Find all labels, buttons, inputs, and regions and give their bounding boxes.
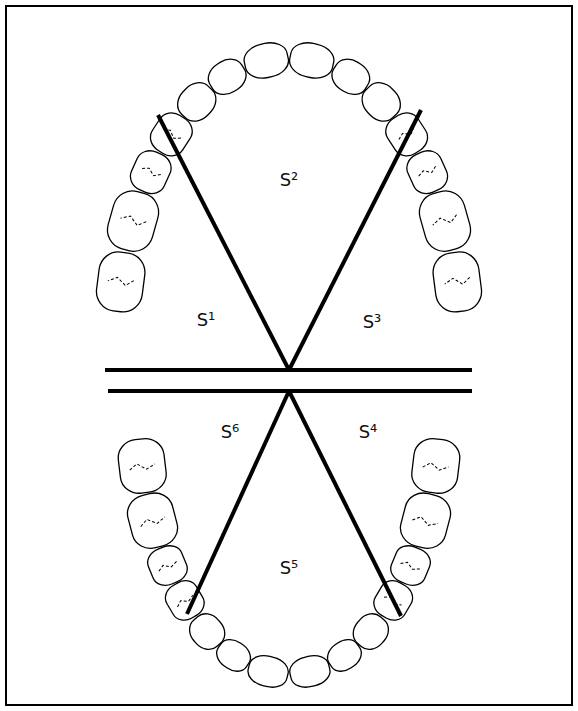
divider-line — [158, 115, 289, 370]
sextant-label: S⁴ — [359, 422, 378, 442]
tooth-groove — [120, 214, 147, 228]
tooth-crown — [123, 489, 181, 553]
tooth-groove — [417, 165, 437, 178]
tooth-outline — [245, 652, 291, 691]
sextant-label: S⁶ — [221, 422, 240, 442]
teeth-group — [94, 39, 484, 691]
tooth-groove — [141, 165, 161, 178]
tooth-groove — [412, 515, 439, 528]
sextant-lines — [105, 110, 472, 616]
sextant-label: S⁵ — [280, 558, 299, 578]
tooth-outline — [396, 489, 454, 553]
tooth-outline — [415, 186, 475, 255]
tooth-crown — [431, 250, 484, 315]
tooth-crown — [287, 39, 337, 82]
tooth-groove — [108, 276, 134, 286]
tooth-outline — [410, 436, 462, 495]
tooth-crown — [116, 436, 168, 495]
tooth-crown — [415, 186, 475, 255]
tooth-crown — [103, 186, 163, 255]
tooth-groove — [157, 560, 177, 572]
tooth-crown — [287, 652, 333, 691]
tooth-crown — [410, 436, 462, 495]
tooth-outline — [94, 250, 147, 315]
sextant-label: S³ — [363, 312, 382, 332]
divider-line — [187, 391, 289, 614]
tooth-outline — [287, 39, 337, 82]
tooth-outline — [123, 489, 181, 553]
tooth-crown — [94, 250, 147, 315]
sextant-label: S² — [280, 170, 299, 190]
tooth-crown — [396, 489, 454, 553]
tooth-outline — [116, 436, 168, 495]
frame-border — [6, 6, 572, 705]
tooth-groove — [423, 462, 449, 471]
tooth-groove — [129, 462, 155, 471]
divider-line — [289, 391, 401, 616]
sextant-label: S¹ — [197, 310, 216, 330]
tooth-groove — [431, 214, 458, 228]
tooth-outline — [103, 186, 163, 255]
tooth-outline — [287, 652, 333, 691]
divider-line — [289, 110, 421, 370]
tooth-crown — [245, 652, 291, 691]
tooth-groove — [400, 560, 420, 572]
tooth-groove — [139, 515, 166, 528]
tooth-crown — [241, 39, 291, 82]
tooth-groove — [444, 276, 470, 286]
tooth-outline — [241, 39, 291, 82]
tooth-outline — [431, 250, 484, 315]
